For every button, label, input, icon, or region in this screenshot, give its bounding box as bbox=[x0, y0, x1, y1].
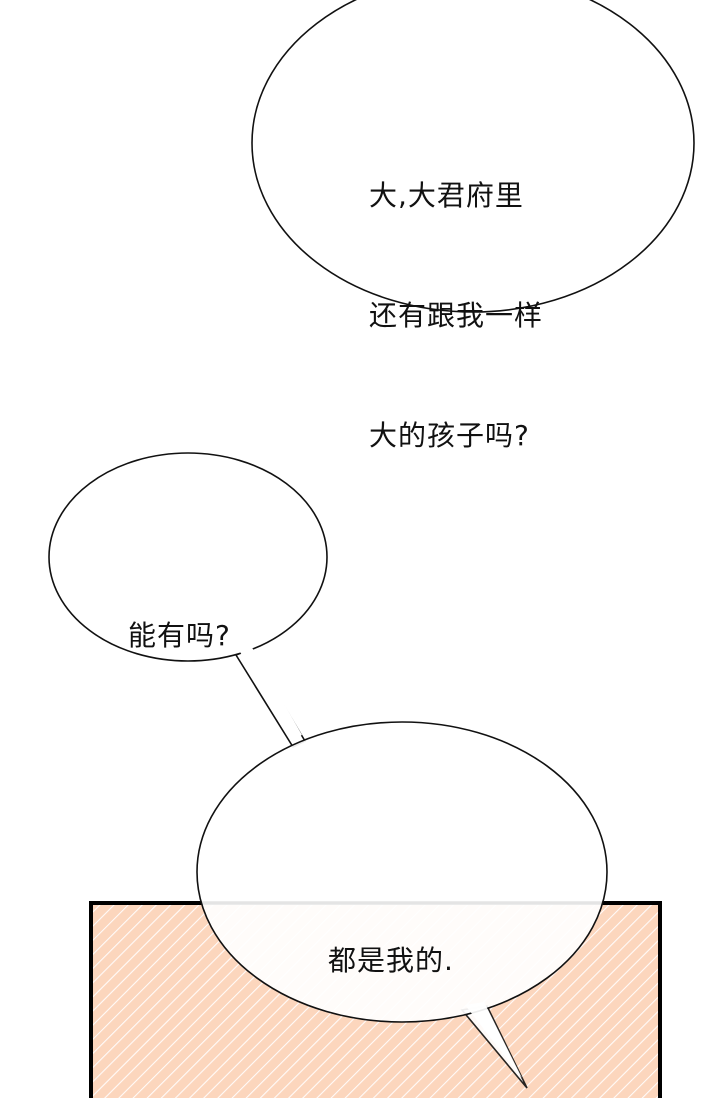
speech-bubble-2 bbox=[48, 452, 328, 749]
speech-bubble-3-tail-fill bbox=[465, 1002, 522, 1078]
speech-bubble-1-line: 大,大君府里 bbox=[369, 179, 524, 212]
speech-bubble-2-shape bbox=[48, 452, 328, 662]
speech-bubble-1 bbox=[251, 0, 695, 313]
speech-bubble-3-line: 都是我的. bbox=[328, 944, 454, 977]
speech-bubble-2-tail-fill bbox=[239, 644, 302, 740]
speech-bubble-3-shape bbox=[196, 721, 608, 1023]
speech-bubble-1-line: 还有跟我一样 bbox=[369, 299, 544, 332]
speech-bubble-3 bbox=[196, 721, 608, 1089]
speech-bubble-2-text: 能有吗? bbox=[128, 536, 231, 696]
speech-bubble-1-text: 大,大君府里 还有跟我一样 大的孩子吗? bbox=[369, 96, 543, 496]
speech-bubble-1-shape bbox=[251, 0, 695, 313]
speech-bubble-3-text: 都是我的. bbox=[328, 861, 454, 1021]
speech-bubble-2-line: 能有吗? bbox=[128, 619, 231, 652]
speech-bubble-1-line: 大的孩子吗? bbox=[369, 419, 530, 452]
